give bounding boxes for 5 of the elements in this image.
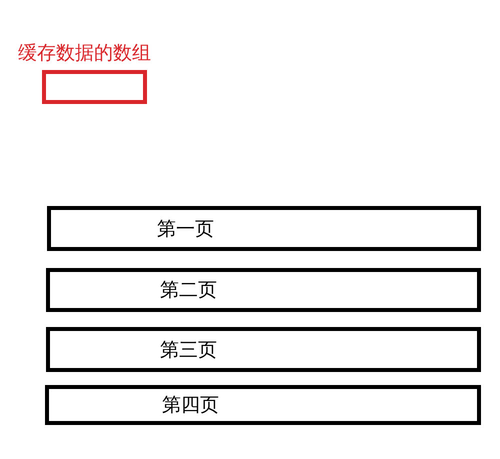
page-box: 第三页 bbox=[46, 327, 481, 372]
page-box: 第四页 bbox=[45, 385, 481, 425]
array-heading: 缓存数据的数组 bbox=[18, 41, 151, 66]
page-box: 第二页 bbox=[46, 268, 481, 312]
page-box: 第一页 bbox=[47, 206, 481, 251]
